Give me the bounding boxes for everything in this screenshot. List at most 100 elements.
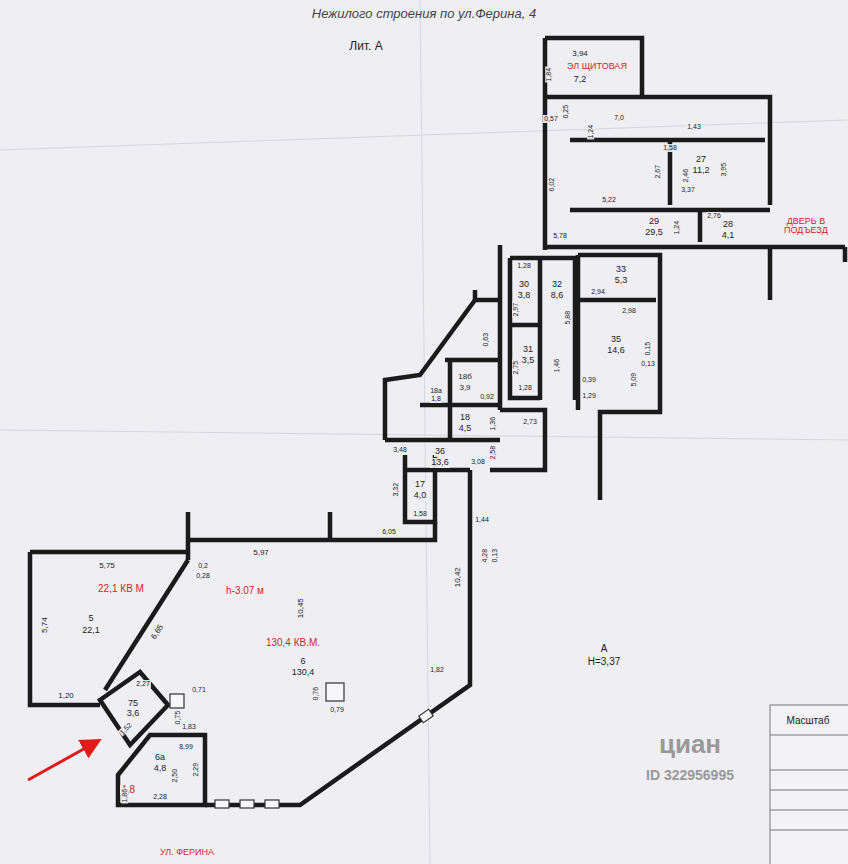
dimension-label: 36 [434,447,446,456]
dimension-label: 11,2 [692,166,711,175]
dimension-label: 10,45 [297,597,305,619]
dimension-label: 32 [551,280,563,289]
dimension-label: 22,1 [81,626,101,635]
dimension-label: 29,5 [644,228,664,237]
dimension-label: 5,78 [552,232,568,239]
dimension-label: 13,6 [430,458,450,467]
dimension-label: 10,42 [454,566,462,588]
dimension-label: 3,32 [392,482,399,498]
dimension-label: 75 [127,699,139,708]
dimension-label: 8,6 [550,291,565,300]
watermark: ID 322956995 [645,768,735,783]
windows-columns [170,683,433,808]
dimension-label: 1,82 [429,666,445,673]
dimension-label: 2,94 [590,288,606,295]
dimension-label: 8,99 [178,743,194,750]
dimension-label: 3,9 [458,384,471,392]
dimension-label: 35 [610,335,622,344]
dimension-label: 0,39 [581,376,597,383]
dimension-label: 2,76 [706,212,722,219]
annotation: УЛ. ФЕРИНА [159,848,215,857]
dimension-label: 1,24 [587,124,594,140]
dimension-label: 4,8 [153,764,168,773]
annotation: h-3.07 м [225,586,265,597]
dimension-label: 5,74 [41,616,49,634]
dimension-label: 1,52 [118,721,134,737]
dimension-label: 2,29 [192,762,199,778]
dimension-label: 5,88 [564,310,571,326]
dimension-label: 4,5 [458,424,473,433]
dimension-label: 1,46 [553,358,560,374]
dimension-label: 1,29 [581,392,597,399]
dimension-label: 0,15 [644,341,651,357]
dimension-label: 5 [87,614,94,623]
dimension-label: 6 [299,657,306,666]
dimension-label: 2,58 [489,445,496,461]
dimension-label: 0,25 [562,104,569,120]
dimension-label: 5,3 [614,276,629,285]
dimension-label: 0,76 [312,686,319,702]
dimension-label: 2,67 [654,164,661,180]
dimension-label: 4,0 [413,491,428,500]
stamp-box [770,705,848,864]
dimension-label: 1,8 [430,395,442,402]
dimension-label: 0,71 [191,686,207,693]
annotation: ЭЛ ЩИТОВАЯ [566,62,628,71]
dimension-label: 17 [414,480,426,489]
dimension-label: 31 [522,345,534,354]
dimension-label: 2,28 [152,793,168,800]
dimension-label: 2,73 [522,418,538,425]
dimension-label: 2,50 [171,768,178,784]
dimension-label: 14,6 [606,346,626,355]
dimension-label: 28 [722,220,734,229]
dimension-label: 2,46 [682,168,689,184]
dimension-label: 1,84 [545,67,552,83]
annotation: 130,4 КВ.М. [265,638,321,649]
dimension-label: 3,48 [392,446,408,453]
dimension-label: А [600,644,609,655]
dimension-label: 1,36 [489,416,496,432]
dimension-label: 1,83 [181,723,197,730]
dimension-label: 6а [154,753,166,762]
dimension-label: 3,37 [680,186,696,193]
dimension-label: 3,5 [521,356,536,365]
dimension-label: 1,20 [57,692,75,700]
dimension-label: 1,86 [121,788,128,804]
dimension-label: 6,65 [150,622,167,641]
dimension-label: 0,63 [482,332,489,348]
dimension-label: 5,09 [630,372,637,388]
watermark: циан [658,731,722,758]
dimension-label: 1,43 [686,123,702,130]
dimension-label: 5,22 [601,196,617,203]
dimension-label: 1,28 [517,384,533,391]
dimension-label: 6,02 [548,177,555,193]
dimension-label: 5,97 [252,549,270,557]
dimension-label: 1,24 [673,220,680,236]
dimension-label: 1,44 [474,516,490,523]
dimension-label: 2,75 [512,360,519,376]
dimension-label: Масштаб [786,716,831,727]
pointer-arrow [28,741,98,780]
dimension-label: Н=3,37 [587,657,622,668]
dimension-label: 7,2 [573,75,588,84]
dimension-label: 5,75 [98,562,116,570]
dimension-label: 3,95 [720,162,727,178]
dimension-label: 29 [648,217,660,226]
dimension-label: 0,13 [640,360,656,367]
dimension-label: 2,97 [512,302,519,318]
dimension-label: 18 [459,413,471,422]
dimension-label: 0,2 [197,562,209,569]
dimension-label: 4,1 [721,231,736,240]
dimension-label: 0,13 [491,548,498,564]
dimension-label: 1,58 [662,144,678,151]
dimension-label: 130,4 [291,668,316,677]
dimension-label: 18а [429,387,443,394]
dimension-label: 33 [615,265,627,274]
dimension-label: 3,94 [571,50,589,58]
walls [30,38,845,805]
dimension-label: 7,0 [613,114,625,121]
dimension-label: 1,58 [412,510,428,517]
annotation: 22,1 КВ М [97,584,145,595]
dimension-label: 2,27 [135,680,151,687]
